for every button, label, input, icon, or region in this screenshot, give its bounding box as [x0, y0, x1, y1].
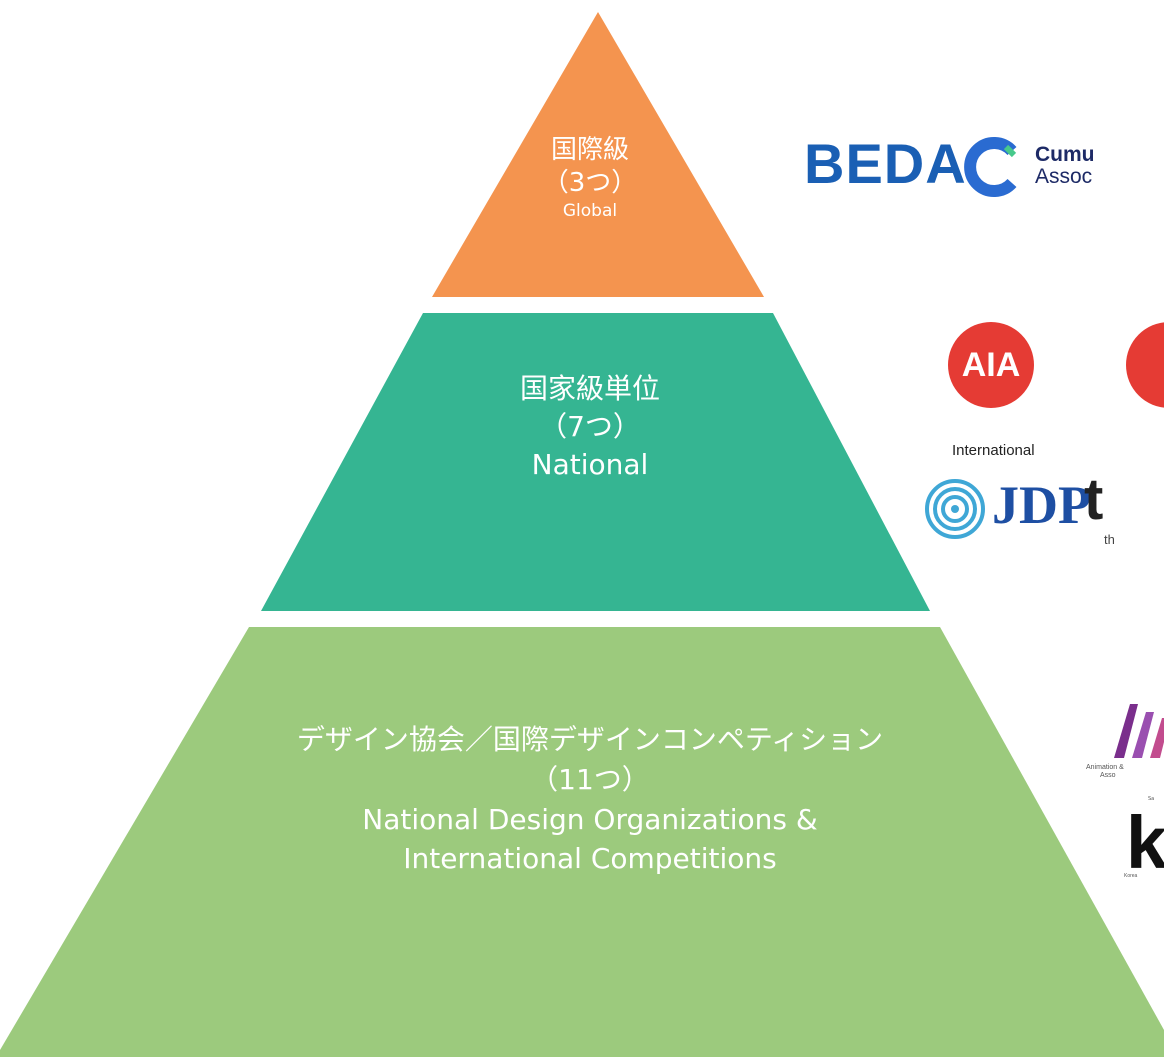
tier-organizations-label: デザイン協会／国際デザインコンペティション （11つ） National Des… — [130, 720, 1050, 879]
tier-organizations-english-line2: International Competitions — [403, 842, 777, 876]
tier-organizations-english-line1: National Design Organizations & — [362, 802, 818, 836]
pyramid-tier-national — [261, 313, 930, 611]
k-logo-tiny: Sa — [1148, 796, 1155, 802]
tier-national-label: 国家級単位 （7つ） National — [430, 370, 750, 483]
tier-global-count: （3つ） — [542, 168, 638, 199]
tier-organizations-title: デザイン協会／国際デザインコンペティション — [296, 723, 884, 756]
pyramid-tier-global — [432, 12, 764, 297]
tier-national-count: （7つ） — [539, 409, 641, 443]
aia-logo: AIA — [948, 322, 1034, 408]
tier-national-english: National — [531, 447, 649, 481]
cumulus-logo-line2: Assoc — [1035, 165, 1093, 189]
k-logo-caption: Korea — [1124, 873, 1138, 879]
aia-caption: International — [952, 442, 1035, 459]
jdp-spiral-icon — [925, 479, 985, 539]
cumulus-c-icon — [964, 137, 1017, 197]
pyramid-tier-organizations — [0, 627, 1164, 1057]
aia-logo-text: AIA — [961, 345, 1021, 384]
t-logo: t — [1084, 467, 1104, 532]
cumulus-logo: Cumu Assoc — [1035, 143, 1095, 189]
animation-caption-line1: Animation & — [1086, 764, 1124, 771]
tier-global-title: 国際級 — [550, 135, 629, 165]
tier-global-english: Global — [562, 200, 618, 221]
animation-association-icon — [1114, 704, 1164, 758]
tier-global-label: 国際級 （3つ） Global — [490, 134, 690, 222]
animation-caption-line2: Asso — [1100, 772, 1116, 780]
jdp-logo: JDP — [992, 475, 1091, 535]
animation-association-caption: Animation & Asso — [1086, 764, 1124, 781]
k-logo: k — [1126, 801, 1164, 884]
tier-national-title: 国家級単位 — [519, 372, 660, 405]
tier-organizations-count: （11つ） — [530, 762, 650, 796]
cumulus-logo-line1: Cumu — [1035, 143, 1095, 166]
beda-logo: BEDA — [804, 132, 967, 195]
t-logo-sub: th — [1104, 532, 1115, 547]
